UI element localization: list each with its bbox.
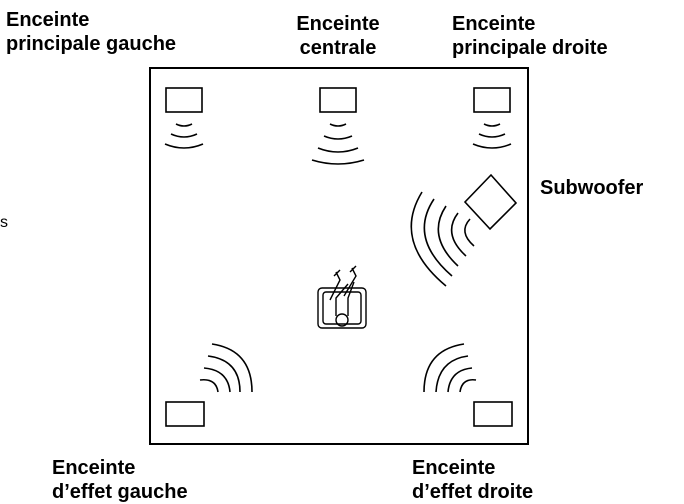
surround-left-label: Enceinte d’effet gauche (52, 456, 188, 504)
surround-right-label: Enceinte d’effet droite (412, 456, 533, 504)
listener-icon (317, 265, 367, 329)
surround-left-label-line1: Enceinte (52, 457, 136, 479)
front-right-label-line2: principale droite (452, 37, 608, 59)
stray-text: s (0, 214, 8, 231)
surround-right-speaker (423, 343, 513, 427)
subwoofer-label: Subwoofer (540, 176, 643, 200)
surround-left-speaker (165, 343, 253, 427)
center-label: Enceinte centrale (278, 12, 398, 60)
front-left-speaker (164, 87, 204, 149)
center-speaker (311, 87, 365, 165)
room-outline (149, 67, 529, 445)
front-right-label: Enceinte principale droite (452, 12, 608, 60)
front-left-label-line1: Enceinte (6, 9, 90, 31)
center-label-line1: Enceinte (296, 13, 380, 35)
front-right-label-line1: Enceinte (452, 13, 536, 35)
front-left-label: Enceinte principale gauche (6, 8, 176, 56)
front-left-label-line2: principale gauche (6, 33, 177, 55)
surround-left-label-line2: d’effet gauche (52, 481, 188, 503)
surround-right-label-line2: d’effet droite (412, 481, 534, 503)
subwoofer-speaker (410, 173, 518, 287)
center-label-line2: centrale (299, 37, 377, 59)
subwoofer-label-text: Subwoofer (540, 177, 644, 199)
surround-right-label-line1: Enceinte (412, 457, 496, 479)
front-right-speaker (472, 87, 512, 149)
